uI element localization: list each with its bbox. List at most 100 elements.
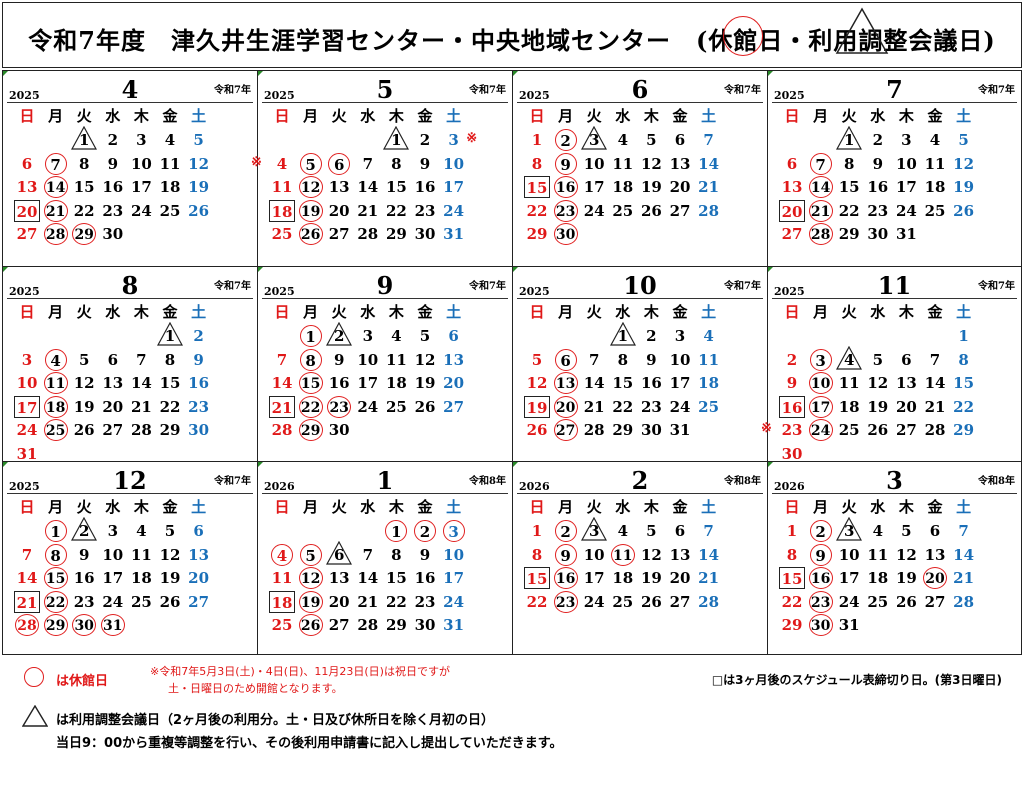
- closed-day: 9: [809, 543, 832, 566]
- calendar-day: 10: [357, 350, 379, 369]
- calendar-day: 30: [188, 421, 210, 439]
- calendar-day: 30: [102, 225, 124, 243]
- weekday-header: 木: [898, 107, 914, 125]
- calendar-day: 4: [929, 131, 941, 149]
- calendar-day: 1: [843, 131, 855, 149]
- calendar-day: 4: [391, 327, 402, 345]
- deadline-day: 18: [269, 199, 295, 222]
- calendar-day: 20: [102, 397, 124, 416]
- calendar-day: 29: [526, 225, 548, 243]
- calendar-day: 5: [419, 327, 431, 345]
- title-closed-circle-icon: [723, 16, 763, 56]
- closed-day-circle-icon: [24, 667, 44, 687]
- calendar-day: 18: [385, 374, 407, 392]
- calendar-day: 18: [159, 178, 181, 196]
- calendar-day: 23: [414, 592, 436, 611]
- calendar-day: 6: [786, 154, 798, 173]
- calendar-day: 20: [328, 201, 350, 220]
- calendar-day: 1: [78, 131, 90, 149]
- closed-day: 13: [553, 372, 578, 394]
- calendar-day: 24: [16, 421, 38, 439]
- calendar-day: 9: [333, 350, 345, 369]
- calendar-day: 9: [107, 154, 119, 173]
- calendar-day: 12: [188, 154, 210, 173]
- closed-day: 19: [298, 590, 323, 613]
- weekday-header: 金: [162, 303, 178, 321]
- weekday-header: 土: [191, 107, 207, 125]
- month-reiwa-year: 令和8年: [978, 476, 1015, 487]
- deadline-day: 19: [524, 395, 550, 418]
- weekday-header: 木: [388, 107, 404, 125]
- calendar-day: 11: [385, 350, 407, 369]
- month-number: 10: [623, 271, 657, 300]
- calendar-day: 13: [895, 374, 917, 392]
- calendar-day: 27: [328, 616, 350, 634]
- calendar-day: 21: [924, 397, 946, 416]
- calendar-day: 8: [786, 545, 798, 564]
- calendar-day: 12: [159, 545, 181, 564]
- month-year: 2025: [9, 480, 40, 493]
- calendar-day: 19: [895, 569, 917, 587]
- calendar-day: 25: [271, 616, 293, 634]
- calendar-day: 13: [188, 545, 210, 564]
- meeting-triangle-icon: [326, 540, 353, 565]
- calendar-day: 6: [929, 522, 941, 540]
- calendar-day: 18: [130, 569, 152, 587]
- month-reiwa-year: 令和7年: [469, 281, 506, 292]
- calendar-day: 31: [895, 225, 917, 243]
- calendar-day: 26: [414, 397, 436, 416]
- weekday-header: 火: [76, 107, 92, 125]
- closed-day: 1: [299, 325, 322, 347]
- deadline-day: 15: [524, 567, 550, 589]
- calendar-day: 19: [188, 178, 210, 196]
- weekday-header: 日: [529, 107, 545, 125]
- calendar-day: 20: [669, 178, 691, 196]
- calendar-day: 24: [357, 397, 379, 416]
- calendar-day: 5: [193, 131, 204, 149]
- corner-mark: [258, 462, 263, 467]
- calendar-day: 18: [612, 569, 634, 587]
- corner-mark: [3, 71, 8, 76]
- calendar-day: 31: [443, 616, 465, 634]
- closed-day: 14: [43, 176, 68, 198]
- weekday-header: 土: [956, 303, 972, 321]
- closed-day: 2: [554, 129, 577, 151]
- calendar-day: 19: [159, 569, 181, 587]
- month-number: 12: [113, 466, 147, 495]
- weekday-header: 木: [388, 498, 404, 516]
- calendar-day: 17: [130, 178, 152, 196]
- calendar-day: 24: [443, 201, 465, 220]
- calendar-day: 9: [646, 350, 657, 369]
- calendar-day: 27: [669, 592, 691, 611]
- calendar-day: 12: [640, 154, 662, 173]
- calendar-day: 4: [703, 327, 714, 345]
- closed-day: 5: [299, 152, 322, 175]
- closed-day: 2: [554, 520, 577, 542]
- calendar-day: 12: [895, 545, 917, 564]
- calendar-day: 21: [698, 178, 720, 196]
- calendar-day: 2: [419, 131, 431, 149]
- calendar-day: 25: [385, 397, 407, 416]
- calendar-day: 4: [843, 350, 855, 369]
- month-header-rule: [772, 102, 1017, 103]
- deadline-day: 21: [269, 395, 295, 418]
- deadline-day: 17: [14, 395, 40, 418]
- calendar-day: 6: [901, 350, 912, 369]
- calendar-day: 10: [583, 545, 605, 564]
- calendar-day: 23: [102, 201, 124, 220]
- weekday-header: 金: [672, 107, 688, 125]
- calendar-day: 14: [16, 569, 38, 587]
- calendar-day: 21: [698, 569, 720, 587]
- closed-day: 26: [298, 614, 323, 636]
- calendar-day: 20: [443, 374, 465, 392]
- calendar-day: 1: [531, 522, 543, 540]
- weekday-header: 金: [162, 498, 178, 516]
- closed-day: 6: [328, 152, 351, 175]
- month-reiwa-year: 令和7年: [214, 281, 251, 292]
